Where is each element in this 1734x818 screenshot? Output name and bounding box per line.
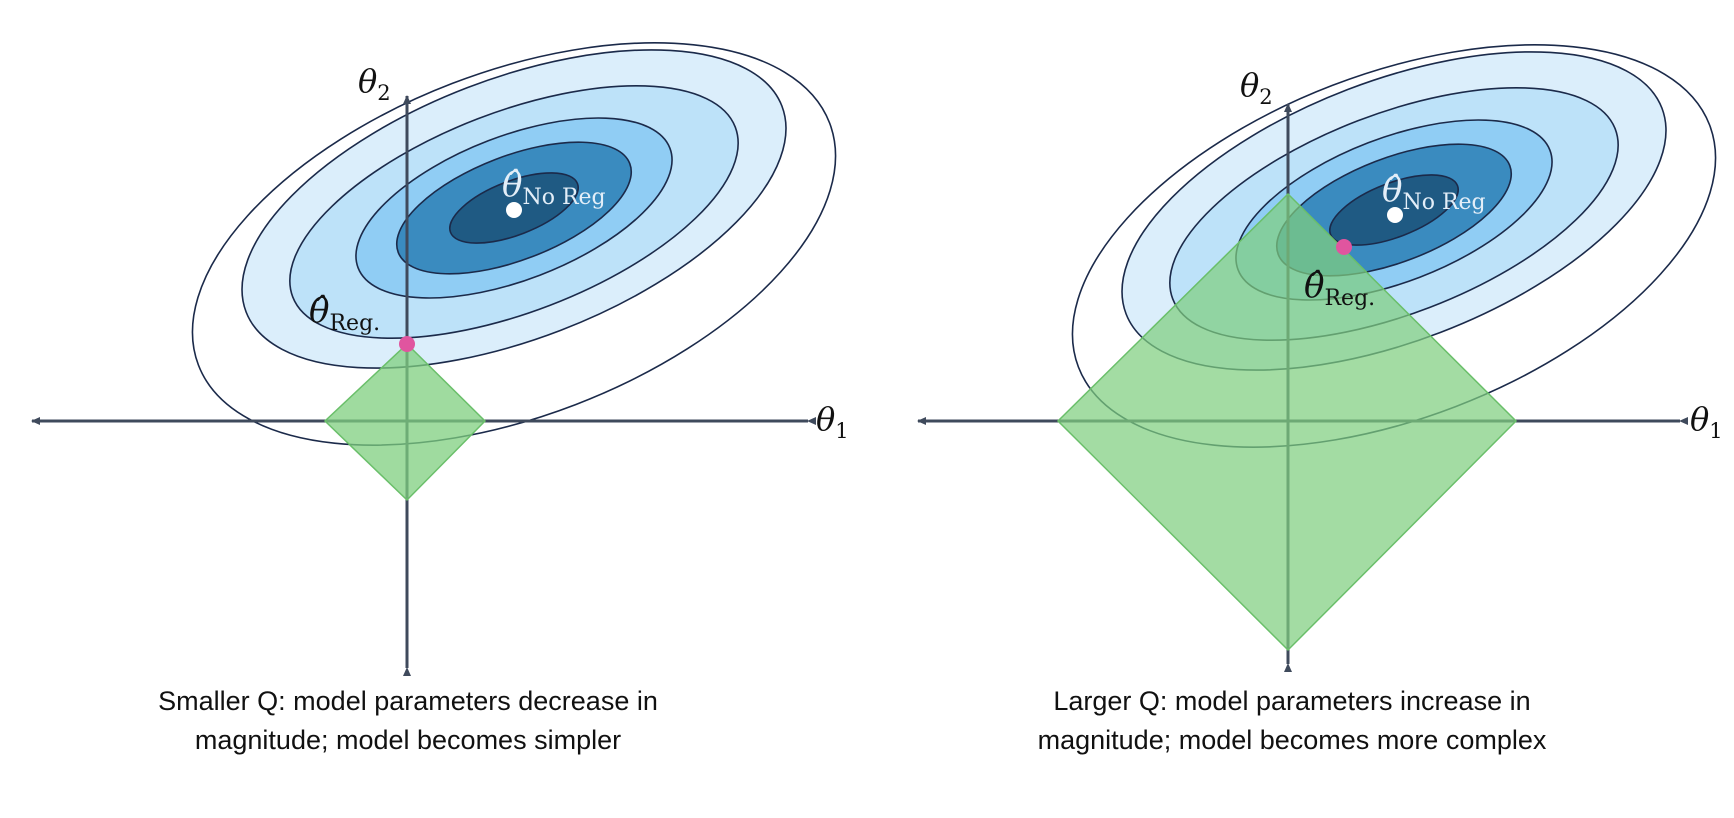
noreg-optimum-label: θ̂No Reg	[502, 165, 606, 210]
theta2-axis-label: θ2	[1240, 66, 1273, 109]
theta1-axis-label: θ1	[1690, 400, 1723, 443]
regularized-solution-dot	[1336, 239, 1352, 255]
constraint-diamond	[323, 342, 487, 502]
contour-ellipses	[191, 42, 837, 446]
caption-line-1: Smaller Q: model parameters decrease in	[158, 686, 658, 716]
caption-line-2: magnitude; model becomes simpler	[194, 725, 622, 755]
caption-right: Larger Q: model parameters increase in m…	[942, 682, 1642, 760]
theta2-axis-label: θ2	[358, 62, 391, 105]
noreg-optimum-label: θ̂No Reg	[1382, 170, 1486, 215]
theta1-axis-label: θ1	[816, 400, 849, 443]
reg-solution-label: θ̂Reg.	[1304, 266, 1375, 311]
caption-line-2: magnitude; model becomes more complex	[1037, 725, 1547, 755]
unregularized-optimum-dot	[1387, 207, 1403, 223]
unregularized-optimum-dot	[506, 202, 522, 218]
caption-left: Smaller Q: model parameters decrease in …	[58, 682, 758, 760]
panel-right: θ2 θ1 θ̂No Reg θ̂Reg.	[917, 44, 1723, 672]
panel-left: θ2 θ1 θ̂No Reg θ̂Reg.	[31, 42, 849, 676]
regularized-solution-dot	[399, 336, 415, 352]
constraint-diamond	[1056, 192, 1518, 652]
caption-line-1: Larger Q: model parameters increase in	[1053, 686, 1531, 716]
reg-solution-label: θ̂Reg.	[309, 291, 380, 336]
